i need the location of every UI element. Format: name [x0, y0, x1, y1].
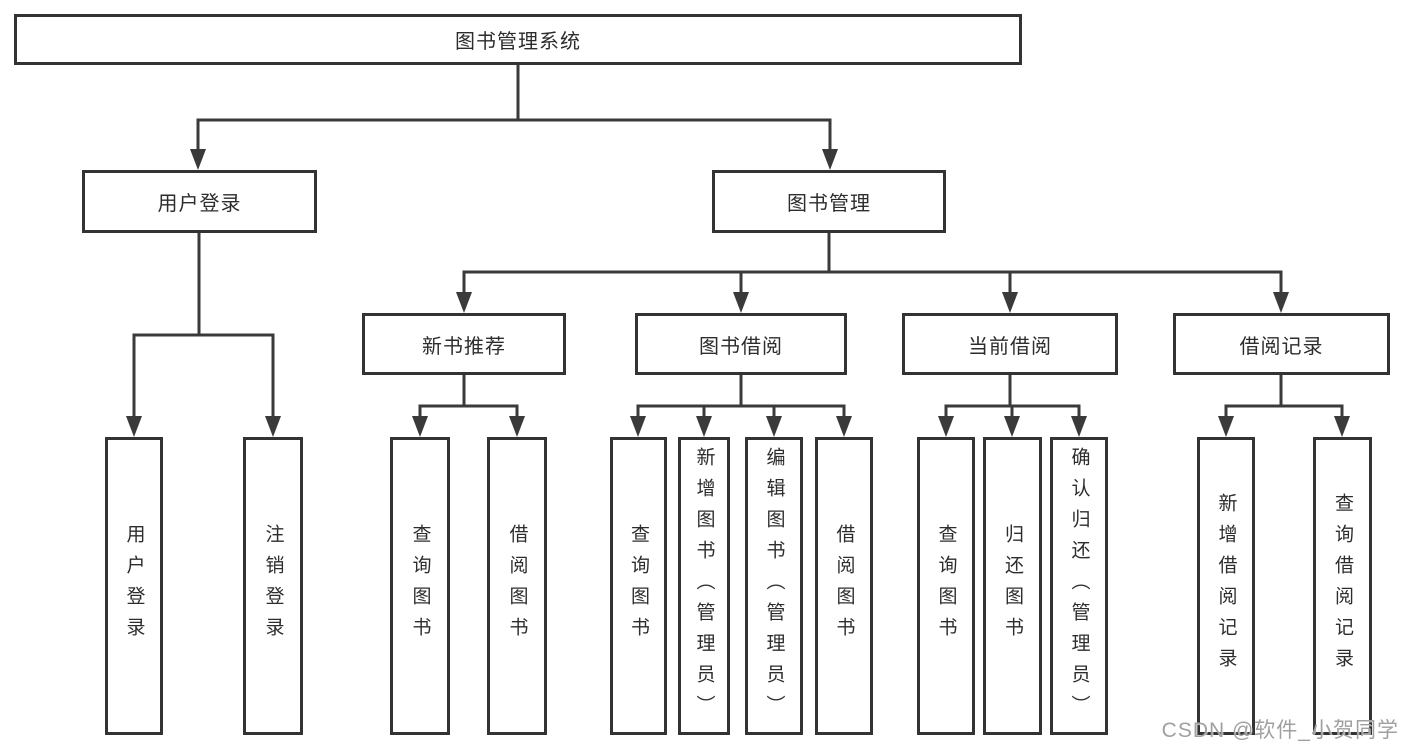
- leaf-label: 查询借阅记录: [1332, 493, 1353, 679]
- leaf-label: 查询图书: [409, 524, 431, 648]
- node-label: 用户登录: [157, 193, 242, 215]
- leaf-label: 查询图书: [628, 524, 649, 648]
- node-book-borrowing: 图书借阅: [635, 313, 847, 375]
- node-label: 借阅记录: [1239, 335, 1324, 358]
- leaf-current-confirm-return-admin: 确认归还（管理员）: [1050, 437, 1108, 735]
- connector-borrow-record-to-leaves: [1218, 373, 1350, 437]
- leaf-label: 借阅图书: [833, 524, 855, 648]
- leaf-rec-query-books: 查询图书: [390, 437, 450, 735]
- leaf-label: 查询图书: [935, 524, 957, 648]
- connector-current-borrow-to-leaves: [938, 373, 1087, 437]
- connector-book-borrow-to-leaves: [630, 373, 852, 437]
- connector-root-to-level2: [190, 63, 838, 170]
- leaf-label: 新增借阅记录: [1215, 493, 1237, 679]
- node-current-borrowing: 当前借阅: [902, 313, 1118, 375]
- leaf-logout: 注销登录: [243, 437, 303, 735]
- node-borrowing-records: 借阅记录: [1173, 313, 1390, 375]
- node-label: 新书推荐: [422, 335, 506, 358]
- connector-new-book-rec-to-leaves: [412, 373, 525, 437]
- node-label: 图书借阅: [699, 335, 783, 358]
- leaf-rec-borrow-books: 借阅图书: [487, 437, 547, 735]
- leaf-history-query-record: 查询借阅记录: [1313, 437, 1372, 735]
- leaf-borrow-query-books: 查询图书: [610, 437, 667, 735]
- leaf-label: 用户登录: [123, 524, 145, 648]
- leaf-user-login: 用户登录: [105, 437, 163, 735]
- node-label: 图书管理: [787, 193, 871, 215]
- node-label: 图书管理系统: [455, 31, 581, 53]
- leaf-label: 确认归还（管理员）: [1068, 446, 1090, 726]
- node-new-book-recommendation: 新书推荐: [362, 313, 566, 375]
- leaf-label: 新增图书（管理员）: [693, 446, 715, 726]
- node-label: 当前借阅: [968, 335, 1052, 358]
- node-library-management-system: 图书管理系统: [14, 14, 1022, 65]
- connector-user-login-to-leaves: [126, 231, 281, 437]
- leaf-label: 编辑图书（管理员）: [763, 446, 785, 726]
- leaf-borrow-add-books-admin: 新增图书（管理员）: [678, 437, 730, 735]
- node-book-management: 图书管理: [712, 170, 946, 233]
- leaf-history-add-record: 新增借阅记录: [1197, 437, 1255, 735]
- leaf-borrow-borrow-books: 借阅图书: [815, 437, 873, 735]
- leaf-current-return-books: 归还图书: [983, 437, 1042, 735]
- leaf-borrow-edit-books-admin: 编辑图书（管理员）: [745, 437, 803, 735]
- leaf-label: 借阅图书: [506, 524, 528, 648]
- csdn-watermark: CSDN @软件_小贺同学: [1161, 719, 1399, 742]
- connector-book-mgmt-to-level3: [456, 231, 1289, 313]
- leaf-current-query-books: 查询图书: [917, 437, 975, 735]
- leaf-label: 注销登录: [262, 524, 284, 648]
- leaf-label: 归还图书: [1002, 524, 1023, 648]
- node-user-login: 用户登录: [82, 170, 317, 233]
